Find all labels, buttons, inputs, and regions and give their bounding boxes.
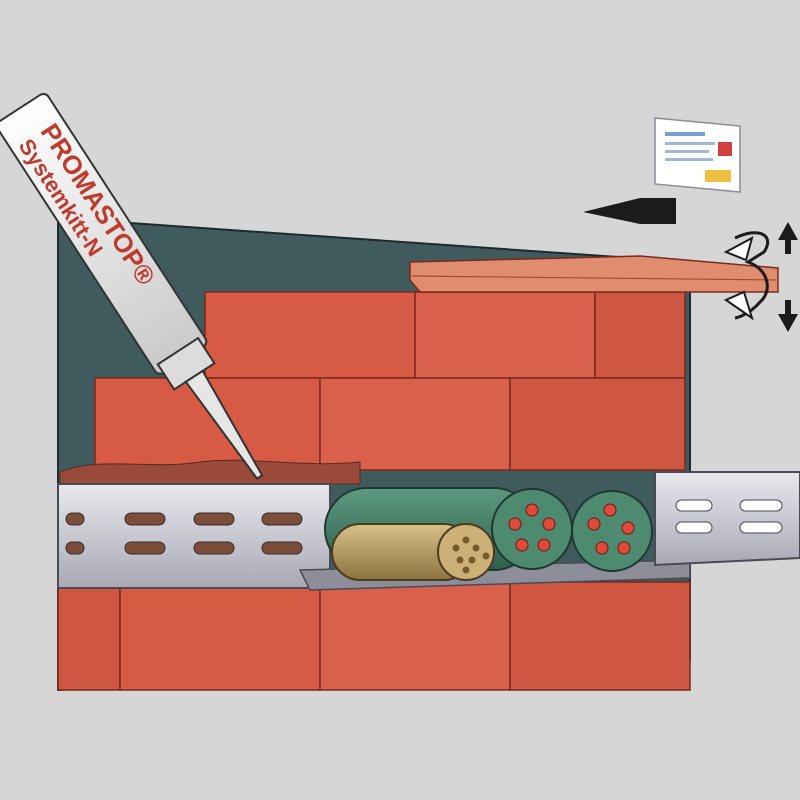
tray-slot	[739, 521, 783, 534]
conductor	[482, 552, 490, 560]
conductor	[452, 544, 460, 552]
conductor	[542, 517, 556, 531]
arrow-up-icon	[778, 222, 798, 254]
tray-slot	[193, 541, 235, 555]
brick	[57, 581, 121, 691]
conductor	[587, 517, 601, 531]
tray-slot	[65, 512, 85, 526]
conductor	[595, 541, 609, 555]
brick-slab	[409, 255, 779, 293]
brick	[509, 377, 686, 471]
arrow-left-icon	[583, 198, 676, 224]
tan-cable	[331, 523, 495, 581]
conductor	[456, 556, 464, 564]
cable-tray-right	[654, 471, 800, 567]
conductor	[472, 544, 480, 552]
conductor	[462, 566, 470, 574]
brick	[414, 291, 596, 379]
label-card-icon	[654, 117, 741, 193]
brick	[319, 581, 511, 691]
brick	[119, 581, 321, 691]
tray-slot	[675, 521, 713, 534]
green-cable-2	[571, 490, 653, 572]
cable-tray	[57, 483, 331, 589]
tray-slot	[124, 541, 166, 555]
conductor	[468, 556, 476, 564]
conductor	[621, 521, 635, 535]
brick	[204, 291, 416, 379]
tray-slot	[675, 499, 713, 512]
conductor	[462, 536, 470, 544]
conductor	[603, 503, 617, 517]
tray-slot	[739, 499, 783, 512]
tray-slot	[65, 541, 85, 555]
arrow-down-icon	[778, 300, 798, 332]
tray-slot	[193, 512, 235, 526]
brick	[594, 291, 686, 379]
sealant-bead	[59, 459, 361, 485]
tray-slot	[261, 512, 303, 526]
tray-slot	[124, 512, 166, 526]
brick	[319, 377, 511, 471]
tray-slot	[261, 541, 303, 555]
brick	[509, 581, 691, 691]
conductor	[537, 538, 551, 552]
conductor	[515, 538, 529, 552]
conductor	[617, 541, 631, 555]
curved-arrow-icon	[734, 231, 770, 320]
conductor	[525, 503, 539, 517]
conductor	[508, 517, 522, 531]
